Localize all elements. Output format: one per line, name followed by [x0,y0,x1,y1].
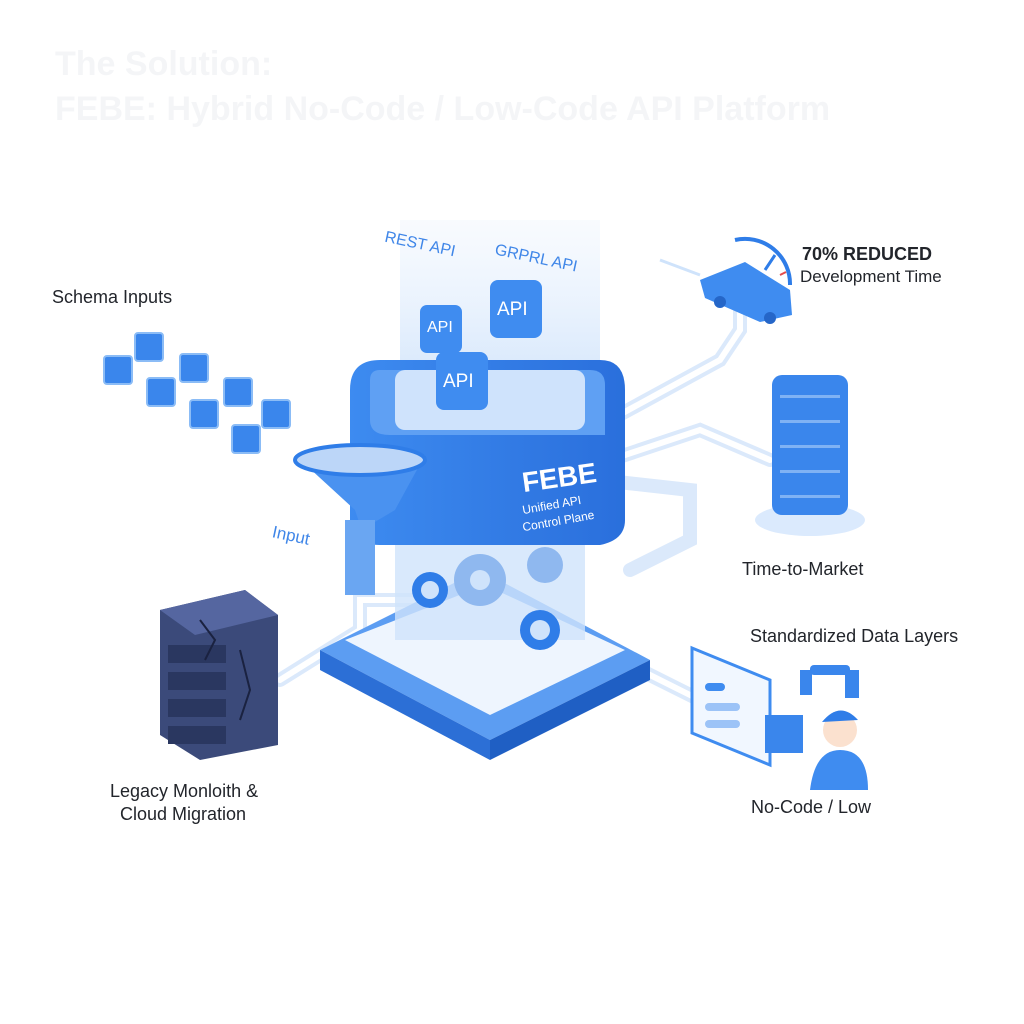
api-tile-label: API [443,371,474,392]
api-tiles [420,280,542,410]
time-to-market-label: Time-to-Market [742,559,864,579]
dashboard-icon [690,645,803,768]
title-line-2: FEBE: Hybrid No-Code / Low-Code API Plat… [55,90,831,128]
server-stack-icon [755,375,865,536]
no-code-label: No-Code / Low [751,797,872,817]
gear-icon [527,547,563,583]
api-tile-label: API [497,299,528,320]
car-icon [659,258,792,324]
reduced-headline: 70% REDUCED [802,244,933,264]
standardized-data-layers-label: Standardized Data Layers [750,626,959,646]
legacy-label-line2: Cloud Migration [120,804,247,824]
api-tile-label: API [427,319,453,336]
title-line-1: The Solution: [55,45,273,83]
funnel-icon [293,443,427,595]
robot-arm-icon [800,665,859,698]
legacy-label-line1: Legacy Monloith & [110,781,259,801]
speedometer-icon [734,236,793,286]
person-icon [810,710,868,790]
schema-cubes [103,332,291,454]
legacy-server-icon [160,590,278,760]
schema-inputs-label: Schema Inputs [52,287,173,307]
reduced-subtitle: Development Time [800,267,942,286]
